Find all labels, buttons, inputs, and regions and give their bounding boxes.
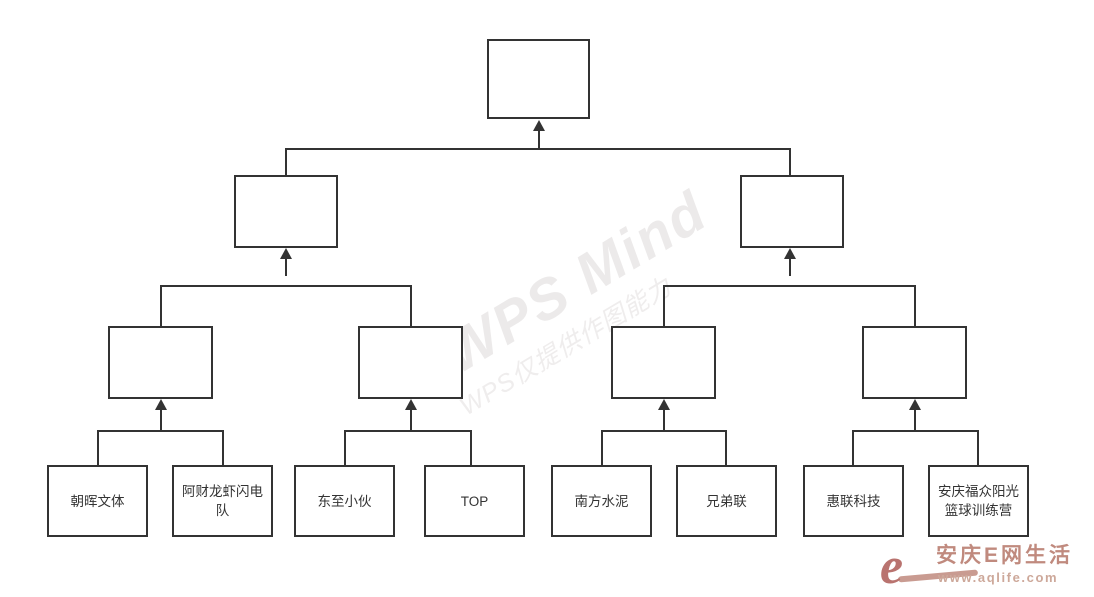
edge-l3b-riser — [410, 285, 412, 326]
edge-l3a-riser — [160, 285, 162, 326]
edge-leaf-bus-1 — [97, 430, 224, 432]
edge-leaf2-riser — [222, 430, 224, 465]
node-leaf-4-label: TOP — [460, 493, 489, 509]
node-leaf-7[interactable]: 惠联科技 — [803, 465, 904, 537]
edge-l3b-stem — [410, 410, 412, 430]
edge-leaf8-riser — [977, 430, 979, 465]
edge-leaf7-riser — [852, 430, 854, 465]
node-leaf-2[interactable]: 阿财龙虾闪电队 — [172, 465, 273, 537]
node-leaf-7-label: 惠联科技 — [826, 493, 881, 509]
edge-l3a-stem — [160, 410, 162, 430]
node-leaf-8-label: 安庆福众阳光篮球训练营 — [938, 484, 1019, 518]
edge-leaf3-riser — [344, 430, 346, 465]
node-level3-c[interactable] — [611, 326, 716, 399]
edge-l2a-riser — [285, 148, 287, 176]
node-leaf-1-label: 朝晖文体 — [70, 493, 125, 509]
node-leaf-2-label: 阿财龙虾闪电队 — [182, 484, 263, 518]
logo-e-icon: e — [880, 538, 904, 595]
edge-level3-bus-left — [160, 285, 412, 287]
edge-leaf4-riser — [470, 430, 472, 465]
edge-leaf-bus-2 — [344, 430, 472, 432]
node-leaf-6-label: 兄弟联 — [706, 493, 747, 509]
arrow-l3b — [405, 399, 417, 410]
edge-l2a-stem — [285, 258, 287, 276]
arrow-l2a — [280, 248, 292, 259]
node-level2-right[interactable] — [740, 175, 844, 248]
node-leaf-6[interactable]: 兄弟联 — [676, 465, 777, 537]
edge-leaf-bus-4 — [852, 430, 979, 432]
edge-l3d-riser — [914, 285, 916, 326]
arrow-l3d — [909, 399, 921, 410]
edge-level2-bus — [285, 148, 791, 150]
node-level3-b[interactable] — [358, 326, 463, 399]
arrow-l3a — [155, 399, 167, 410]
edge-leaf1-riser — [97, 430, 99, 465]
edge-leaf6-riser — [725, 430, 727, 465]
site-logo: e 安庆E网生活 www.aqlife.com — [880, 538, 1085, 595]
edge-l3c-riser — [663, 285, 665, 326]
arrow-l3c — [658, 399, 670, 410]
node-leaf-5[interactable]: 南方水泥 — [551, 465, 652, 537]
edge-leaf5-riser — [601, 430, 603, 465]
node-level2-left[interactable] — [234, 175, 338, 248]
edge-l2b-riser — [789, 148, 791, 176]
node-level3-d[interactable] — [862, 326, 967, 399]
edge-l3c-stem — [663, 410, 665, 430]
node-root[interactable] — [487, 39, 590, 119]
node-leaf-8[interactable]: 安庆福众阳光篮球训练营 — [928, 465, 1029, 537]
node-level3-a[interactable] — [108, 326, 213, 399]
node-leaf-3[interactable]: 东至小伙 — [294, 465, 395, 537]
node-leaf-5-label: 南方水泥 — [574, 493, 629, 509]
logo-url-text: www.aqlife.com — [938, 570, 1059, 585]
arrow-l2b — [784, 248, 796, 259]
node-leaf-1[interactable]: 朝晖文体 — [47, 465, 148, 537]
edge-l3d-stem — [914, 410, 916, 430]
logo-name: 安庆E网生活 — [936, 544, 1074, 567]
node-leaf-4[interactable]: TOP — [424, 465, 525, 537]
node-leaf-3-label: 东至小伙 — [317, 493, 372, 509]
edge-l2b-stem — [789, 258, 791, 276]
edge-leaf-bus-3 — [601, 430, 727, 432]
edge-level3-bus-right — [663, 285, 916, 287]
edge-root-stem — [538, 131, 540, 149]
arrow-root — [533, 120, 545, 131]
